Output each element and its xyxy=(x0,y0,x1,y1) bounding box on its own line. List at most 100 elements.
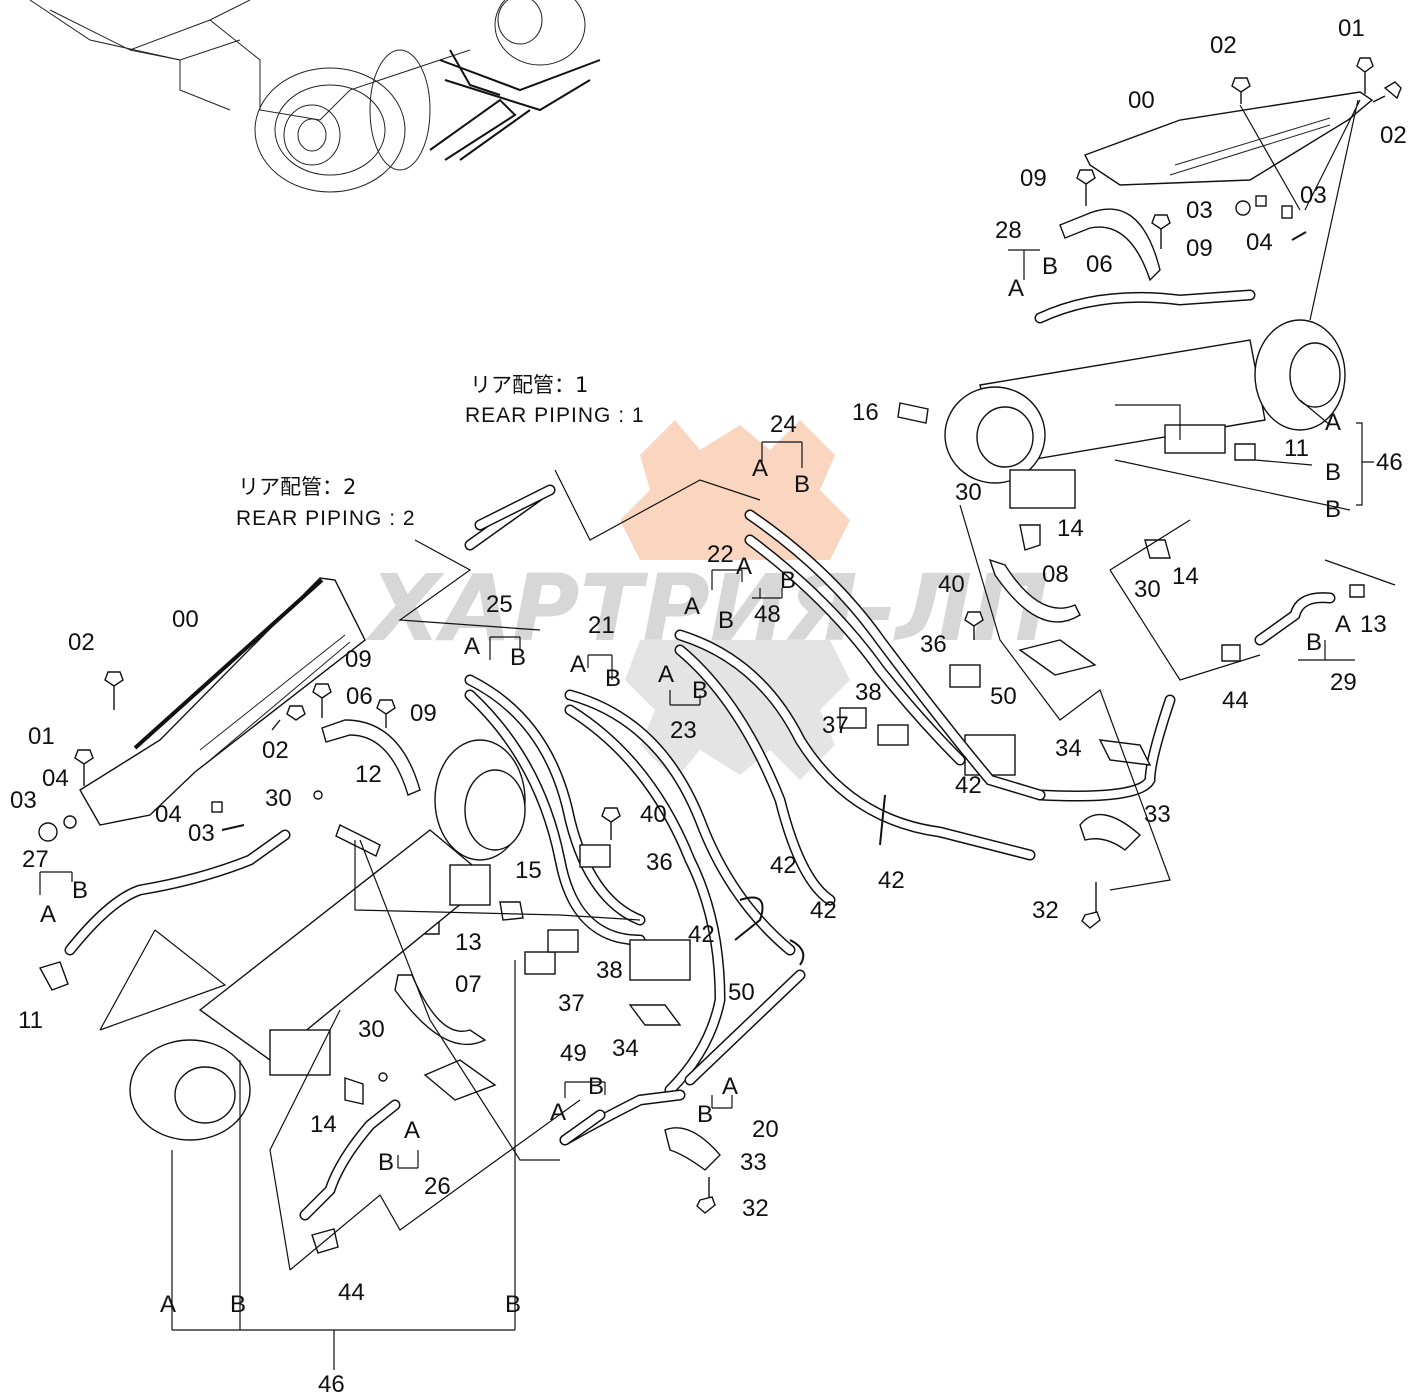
callout-r-08: 08 xyxy=(1042,561,1069,588)
callout-l-12: 12 xyxy=(355,761,382,788)
right-spacer-04a xyxy=(1255,195,1267,207)
callout-m-25-b: B xyxy=(510,644,526,671)
callout-r-03b: 03 xyxy=(1300,182,1327,209)
right-fitting-14b xyxy=(1144,539,1171,559)
callout-r-30b: 30 xyxy=(1134,576,1161,603)
center-clamp-33 xyxy=(664,1127,721,1171)
callout-l-26-b: B xyxy=(378,1149,394,1176)
callout-r-14a: 14 xyxy=(1057,515,1084,542)
callout-r-38: 38 xyxy=(855,679,882,706)
callout-r-28: 28 xyxy=(995,217,1022,244)
right-clamp-06 xyxy=(1059,208,1161,282)
callout-r-14b: 14 xyxy=(1172,563,1199,590)
callout-l-50: 50 xyxy=(728,979,755,1006)
left-oring-30b xyxy=(378,1072,388,1082)
callout-l-42a: 42 xyxy=(770,852,797,879)
callout-r-09a: 09 xyxy=(1020,165,1047,192)
callout-l-42b: 42 xyxy=(810,897,837,924)
left-bolt-02b xyxy=(271,705,306,731)
right-fitting-44 xyxy=(1221,644,1241,662)
left-fitting-12 xyxy=(335,824,381,857)
callout-l-00: 00 xyxy=(172,606,199,633)
callout-r-46-a: A xyxy=(1325,409,1341,436)
center-bolt-32 xyxy=(696,1177,716,1214)
center-bolt-40 xyxy=(601,807,621,840)
callout-l-02a: 02 xyxy=(68,629,95,656)
left-pin-03 xyxy=(221,824,245,831)
callout-l-03b: 03 xyxy=(188,820,215,847)
left-bolt-09a xyxy=(312,683,332,718)
callout-l-20-b: B xyxy=(697,1101,713,1128)
right-bolt-02b xyxy=(1372,81,1402,103)
callout-l-26: 26 xyxy=(424,1173,451,1200)
callout-r-34: 34 xyxy=(1055,735,1082,762)
left-clamp-06 xyxy=(321,719,421,796)
right-fitting-16 xyxy=(897,402,929,424)
callout-r-09b: 09 xyxy=(1186,235,1213,262)
callout-l-46-a: A xyxy=(160,1291,176,1318)
callout-l-49: 49 xyxy=(560,1040,587,1067)
callout-l-27: 27 xyxy=(22,846,49,873)
callout-l-37: 37 xyxy=(558,990,585,1017)
callout-m-25-a: A xyxy=(464,633,480,660)
left-callout-labels: 00 02 02 01 04 04 03 03 09 09 06 30 12 2… xyxy=(10,606,837,1395)
right-valve-block xyxy=(1164,424,1226,454)
callout-r-00: 00 xyxy=(1128,87,1155,114)
right-plate-34 xyxy=(1098,739,1152,766)
callout-l-20: 20 xyxy=(752,1116,779,1143)
callout-r-02a: 02 xyxy=(1210,32,1237,59)
right-block-38 xyxy=(877,724,909,746)
callout-r-46: 46 xyxy=(1376,449,1403,476)
callout-m-22-b: B xyxy=(718,607,734,634)
left-port-block xyxy=(269,1029,331,1076)
callout-r-33: 33 xyxy=(1144,801,1171,828)
right-block-37 xyxy=(839,707,867,729)
right-bolt-02a xyxy=(1231,77,1251,104)
right-spacer-04b xyxy=(1281,205,1293,219)
callout-r-37: 37 xyxy=(822,712,849,739)
left-fitting-14 xyxy=(344,1077,364,1105)
left-washer-03 xyxy=(38,822,58,842)
callout-r-42b: 42 xyxy=(878,867,905,894)
callout-r-36: 36 xyxy=(920,631,947,658)
callout-r-28-b: B xyxy=(1042,253,1058,280)
left-spacer-04 xyxy=(211,801,223,813)
right-fitting-14a xyxy=(1019,524,1041,551)
right-bolt-32 xyxy=(1081,882,1101,929)
callout-r-02b: 02 xyxy=(1380,122,1407,149)
callout-l-36: 36 xyxy=(646,849,673,876)
callout-m-48-a: A xyxy=(736,553,752,580)
callout-l-26-a: A xyxy=(404,1117,420,1144)
callout-l-49-b: B xyxy=(588,1073,604,1100)
callout-r-40: 40 xyxy=(938,571,965,598)
callout-r-29-b: B xyxy=(1306,629,1322,656)
callout-l-42c: 42 xyxy=(688,921,715,948)
callout-l-09a: 09 xyxy=(345,646,372,673)
callout-l-46: 46 xyxy=(318,1371,345,1395)
center-block-38 xyxy=(547,929,579,953)
right-bolt-01 xyxy=(1356,57,1374,94)
left-nut-04 xyxy=(63,815,77,829)
right-clip-36 xyxy=(949,664,981,688)
callout-m-25: 25 xyxy=(486,591,513,618)
callout-r-13: 13 xyxy=(1360,611,1387,638)
right-clamp-08 xyxy=(988,558,1081,623)
left-oring-30 xyxy=(313,790,323,800)
callout-m-24: 24 xyxy=(770,411,797,438)
callout-l-44: 44 xyxy=(338,1279,365,1306)
callout-l-06: 06 xyxy=(346,683,373,710)
center-clip-36 xyxy=(579,844,611,868)
center-clamp-42b xyxy=(789,939,805,966)
callout-l-01: 01 xyxy=(28,723,55,750)
callout-r-29-a: A xyxy=(1335,611,1351,638)
right-bolt-09b xyxy=(1151,214,1171,249)
callout-l-32: 32 xyxy=(742,1195,769,1222)
right-callout-labels: 01 02 02 00 09 09 03 03 04 06 28 B A 16 … xyxy=(822,15,1407,924)
callout-m-22: 22 xyxy=(707,541,734,568)
center-block-37 xyxy=(524,951,556,975)
callout-l-09b: 09 xyxy=(410,700,437,727)
callout-l-49-a: A xyxy=(550,1099,566,1126)
right-fitting-13 xyxy=(1349,584,1365,598)
callout-l-20-a: A xyxy=(722,1073,738,1100)
right-cylinder-assembly xyxy=(839,57,1402,929)
